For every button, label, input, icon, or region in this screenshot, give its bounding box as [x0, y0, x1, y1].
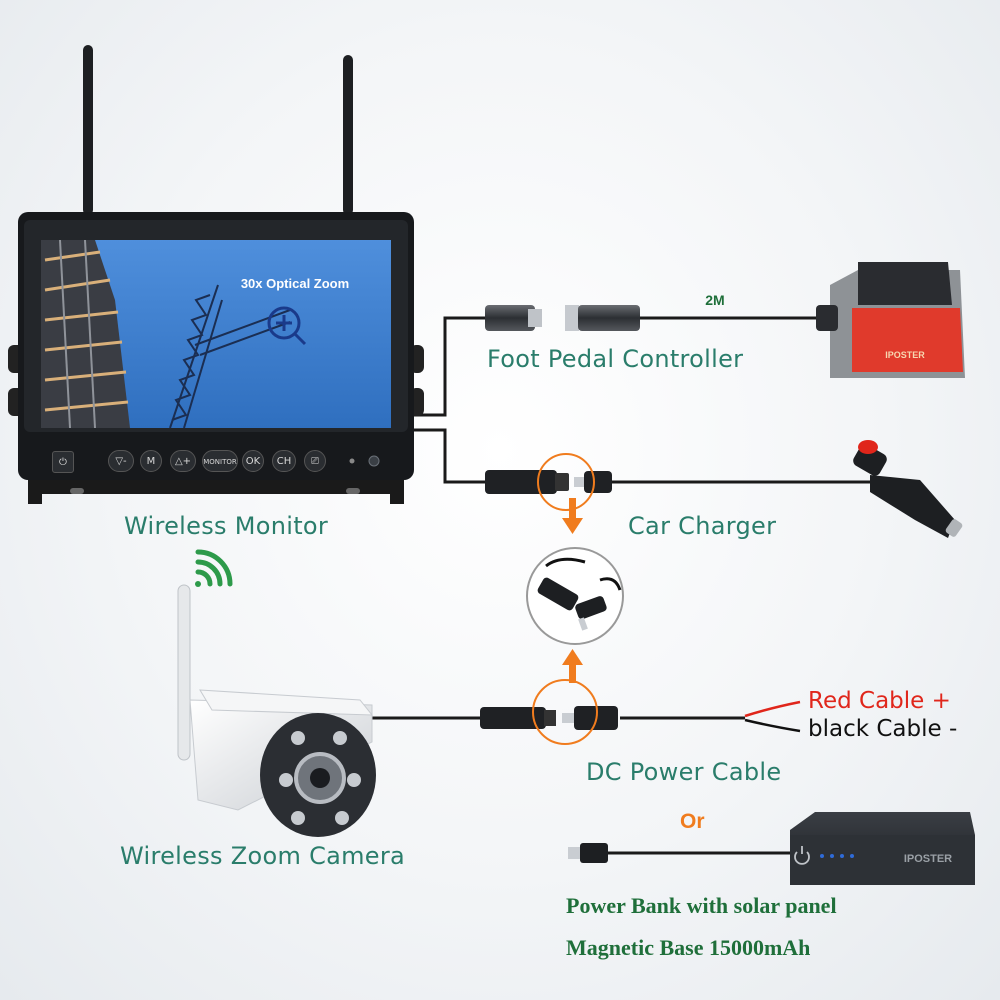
red-cable-label: Red Cable +: [808, 688, 951, 714]
wireless-zoom-camera: [177, 584, 376, 837]
dc-connector-male: [562, 706, 618, 730]
zoom-in-icon: [267, 306, 307, 346]
pedal-connector-female: [565, 305, 640, 331]
screen-crane: [169, 284, 291, 429]
monitor-channel-button[interactable]: CH: [272, 450, 296, 472]
wifi-signal-icon: [195, 549, 233, 587]
camera-antenna: [177, 584, 191, 761]
foot-pedal-label: Foot Pedal Controller: [487, 345, 744, 373]
wireless-zoom-camera-label: Wireless Zoom Camera: [120, 842, 406, 870]
wireless-monitor-label: Wireless Monitor: [124, 512, 329, 540]
arrow-up-icon: [562, 649, 583, 683]
or-label: Or: [680, 810, 705, 833]
antenna-left: [83, 45, 93, 215]
wireless-monitor: 30x Optical Zoom: [8, 45, 424, 504]
pedal-connector-male: [485, 305, 542, 331]
foot-pedal: IPOSTER: [816, 262, 965, 378]
monitor-monitor-button[interactable]: MONITOR: [202, 450, 238, 472]
power-bank-logo: IPOSTER: [904, 853, 952, 865]
black-wire: [744, 718, 801, 733]
arrow-down-icon: [562, 498, 583, 534]
charger-connector-male: [574, 471, 612, 493]
charger-connector-highlight: [537, 453, 595, 511]
cables: [372, 316, 870, 855]
power-icon: ⏻: [59, 457, 67, 468]
cable-length-label: 2M: [705, 292, 724, 308]
antenna-right: [343, 55, 353, 215]
charger-cable-left: [414, 428, 488, 484]
monitor-bracket: [34, 480, 398, 494]
red-wire: [744, 700, 801, 718]
screen-zoom-text: 30x Optical Zoom: [241, 276, 349, 291]
power-bank-label-line1: Power Bank with solar panel: [566, 893, 837, 918]
bare-wires: [744, 700, 801, 733]
pedal-cable: [414, 316, 485, 417]
monitor-up-button[interactable]: △+: [170, 450, 196, 472]
pedal-logo: IPOSTER: [885, 350, 925, 360]
dc-power-cable-label: DC Power Cable: [586, 758, 782, 786]
status-led: [349, 458, 355, 464]
dc-connector-female: [480, 707, 556, 729]
monitor-menu-button[interactable]: M: [140, 450, 162, 472]
monitor-down-button[interactable]: ▽-: [108, 450, 134, 472]
black-cable-label: black Cable -: [808, 716, 958, 742]
power-bank-plug: [568, 843, 608, 863]
power-bank-label-line2: Magnetic Base 15000mAh: [566, 935, 811, 960]
monitor-power-button[interactable]: ⏻: [52, 451, 74, 473]
power-icon: [794, 846, 810, 865]
charger-connector-female: [485, 470, 569, 494]
monitor-ok-button[interactable]: OK: [242, 450, 264, 472]
car-charger-plug: [853, 440, 963, 538]
ir-sensor: [368, 455, 380, 467]
car-charger-label: Car Charger: [628, 512, 777, 540]
power-bank: IPOSTER: [790, 812, 975, 885]
camera-ir-leds: [279, 731, 361, 825]
monitor-split-button[interactable]: ⎚: [304, 450, 326, 472]
dc-connector-highlight: [532, 679, 598, 745]
cable-detail-magnifier: [526, 547, 624, 645]
battery-indicator-leds: [820, 854, 854, 858]
